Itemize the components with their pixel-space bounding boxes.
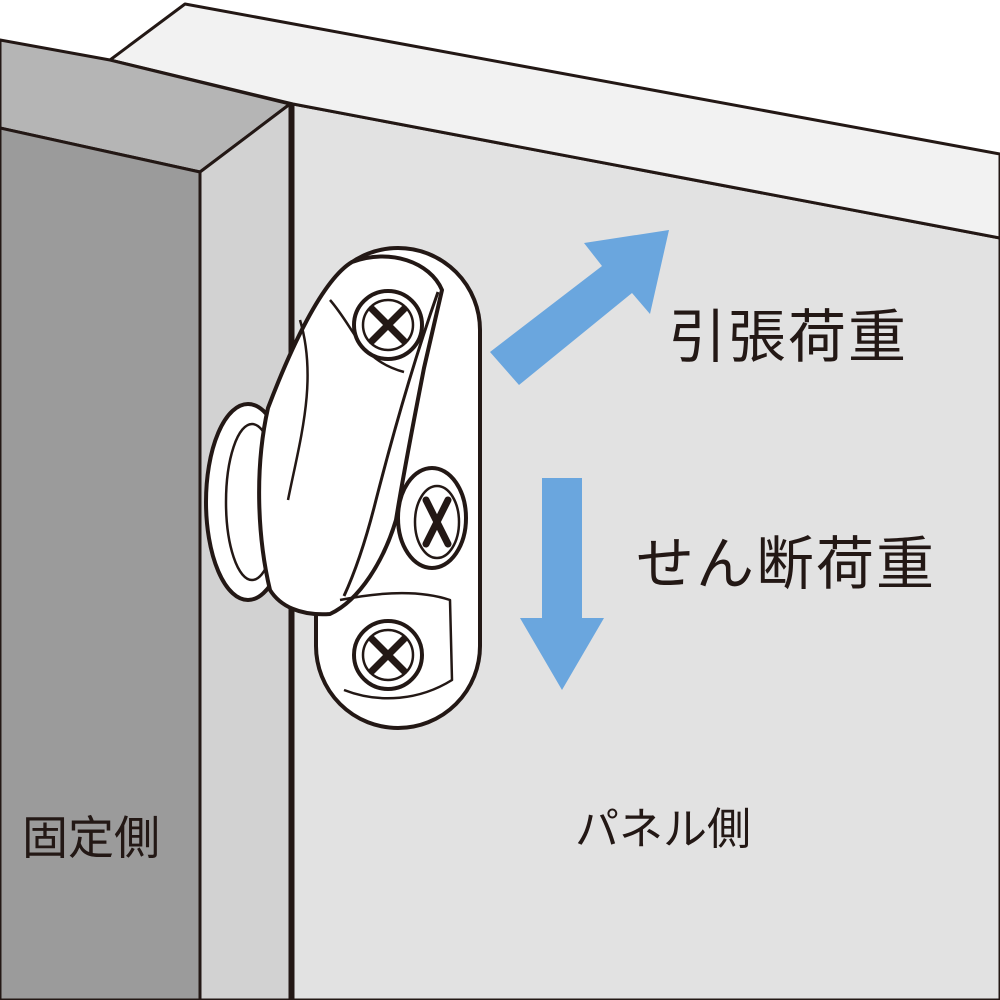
panel-side-label: パネル側 — [575, 804, 751, 855]
screw-middle — [396, 466, 468, 570]
tension-load-label: 引張荷重 — [668, 303, 909, 371]
fitting-groove — [342, 291, 440, 597]
fitting-plate-rib — [339, 591, 454, 700]
screw-top — [352, 289, 424, 361]
fixed-side-label: 固定側 — [22, 811, 160, 865]
tension-arrow-icon — [490, 230, 669, 385]
panel-top-edge — [108, 2, 1000, 240]
screw-bottom — [352, 619, 424, 691]
fixed-board-front-face — [0, 126, 202, 1000]
shear-arrow-icon — [520, 478, 604, 690]
connector-fitting — [204, 246, 482, 730]
shear-load-label: せん断荷重 — [636, 530, 937, 598]
